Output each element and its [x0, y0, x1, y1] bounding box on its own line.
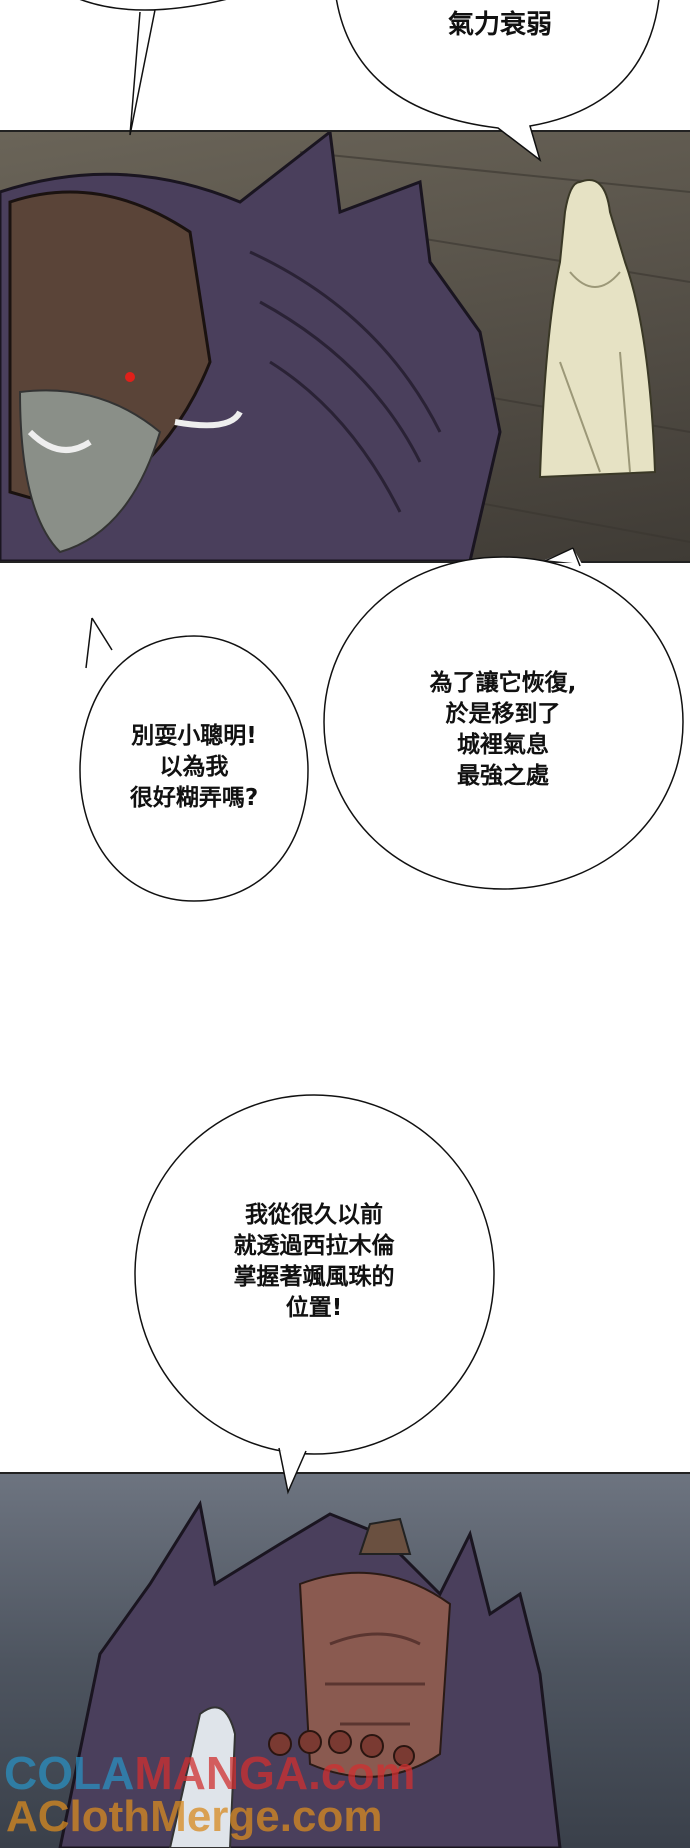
watermark-manga: MANGA — [134, 1747, 309, 1799]
bead-necklace — [268, 1730, 415, 1767]
sage-figure — [168, 1706, 237, 1848]
comic-panel-1 — [0, 130, 690, 563]
bubble-right-tail — [544, 547, 581, 567]
panel-2-art — [58, 1499, 562, 1848]
text-line: 就透過西拉木倫 — [233, 1233, 395, 1259]
watermark-line-2: AClothMerge.com — [6, 1792, 383, 1841]
panel-1-art — [0, 132, 690, 561]
bubble-left — [79, 635, 309, 902]
beard — [18, 389, 162, 554]
bubble-center-tail — [278, 1447, 307, 1495]
text-line: 城裡氣息 — [457, 732, 549, 758]
text-line: 位置! — [285, 1295, 343, 1321]
text-line: 為了讓它恢復, — [429, 670, 577, 696]
text-line: 於是移到了 — [445, 701, 561, 727]
text-line: 很好糊弄嗎? — [129, 785, 259, 811]
bubble-top-left — [79, 0, 227, 136]
text-line: 氣力衰弱 — [447, 10, 552, 40]
bubble-top-right — [335, 0, 660, 162]
bubble-right-text: 為了讓它恢復, 於是移到了 城裡氣息 最強之處 — [383, 668, 623, 792]
sage-figure — [538, 179, 657, 479]
bubble-center-text: 我從很久以前 就透過西拉木倫 掌握著颯風珠的 位置! — [184, 1200, 444, 1324]
watermark-line-1: COLAMANGA.com — [4, 1746, 415, 1800]
comic-panel-2: COLAMANGA.com AClothMerge.com — [0, 1472, 690, 1848]
text-line: 別耍小聰明! — [131, 723, 257, 749]
bubble-right — [323, 556, 684, 890]
text-line: 掌握著颯風珠的 — [233, 1264, 395, 1290]
watermark-cola: COLA — [4, 1747, 135, 1799]
text-line: 最強之處 — [457, 763, 549, 789]
text-line: 我從很久以前 — [245, 1202, 383, 1228]
bubble-center — [134, 1094, 495, 1455]
red-eye — [125, 372, 135, 382]
watermark-com: .com — [308, 1747, 416, 1799]
text-line: 以為我 — [159, 754, 229, 780]
bubble-left-text: 別耍小聰明! 以為我 很好糊弄嗎? — [84, 721, 304, 814]
demon-torso — [298, 1571, 452, 1778]
bubble-left-tail — [85, 617, 113, 669]
bubble-top-right-text: 氣力衰弱 — [400, 10, 600, 41]
